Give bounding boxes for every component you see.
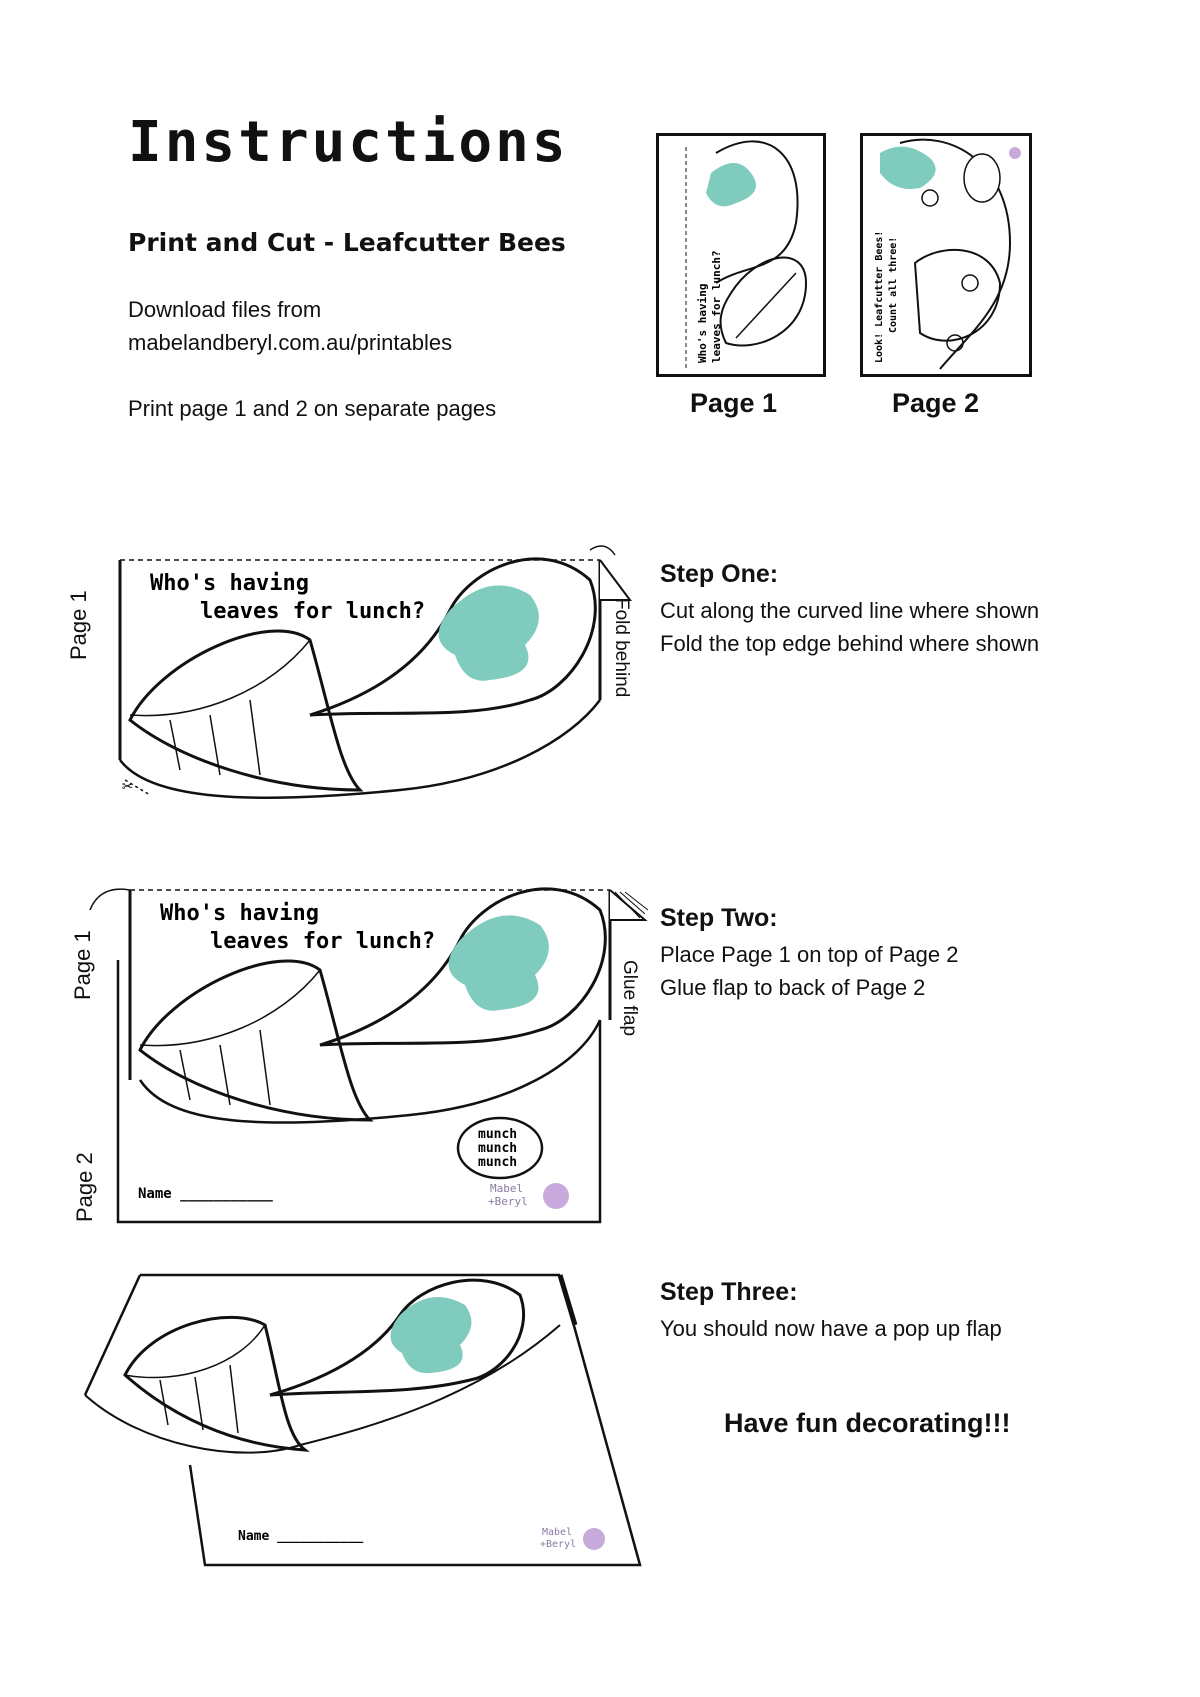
thumbnail-page-1: Who's having leaves for lunch? xyxy=(656,133,826,377)
step-three-heading: Step Three: xyxy=(660,1278,798,1306)
thumb1-text-1: Who's having xyxy=(696,284,709,363)
step-three-line-1: You should now have a pop up flap xyxy=(660,1316,1002,1341)
brand-line-2c: +Beryl xyxy=(540,1539,576,1550)
brand-line-2: +Beryl xyxy=(488,1195,528,1208)
thumbnail-page-1-label: Page 1 xyxy=(690,388,778,418)
subtitle: Print and Cut - Leafcutter Bees xyxy=(128,228,566,257)
thumbnail-page-2: Look! Leafcutter Bees! Count all three! xyxy=(860,133,1032,377)
brand-line-1: Mabel xyxy=(490,1182,523,1195)
name-line-3: Name ___________ xyxy=(238,1529,363,1544)
step-two-line-1: Place Page 1 on top of Page 2 xyxy=(660,942,959,967)
diagram2-page1-label: Page 1 xyxy=(70,930,95,1000)
munch-2: munch xyxy=(478,1141,517,1156)
download-url: mabelandberyl.com.au/printables xyxy=(128,330,453,355)
diagram2-page2-label: Page 2 xyxy=(72,1152,97,1222)
brand-badge-icon xyxy=(543,1183,569,1209)
handwritten-line-1b: Who's having xyxy=(160,901,319,926)
step-three-diagram: Name ___________ Mabel +Beryl xyxy=(80,1265,660,1585)
glue-flap-label: Glue flap xyxy=(619,960,640,1037)
fold-behind-label: Fold behind xyxy=(611,598,632,698)
thumbnail-page-2-label: Page 2 xyxy=(892,388,980,418)
handwritten-line-2: leaves for lunch? xyxy=(200,599,425,624)
print-note: Print page 1 and 2 on separate pages xyxy=(128,396,497,421)
thumb2-text-1: Look! Leafcutter Bees! xyxy=(874,231,885,363)
thumb1-text-2: leaves for lunch? xyxy=(710,250,723,363)
closing-message: Have fun decorating!!! xyxy=(724,1408,1011,1438)
handwritten-line-1: Who's having xyxy=(150,571,309,596)
handwritten-line-2b: leaves for lunch? xyxy=(210,929,435,954)
step-one-line-2: Fold the top edge behind where shown xyxy=(660,631,1040,656)
step-one-heading: Step One: xyxy=(660,560,779,588)
munch-3: munch xyxy=(478,1155,517,1170)
diagram1-page1-label: Page 1 xyxy=(66,590,91,660)
step-one-line-1: Cut along the curved line where shown xyxy=(660,598,1040,623)
download-line-1: Download files from xyxy=(128,297,322,322)
name-line: Name ___________ xyxy=(138,1186,273,1202)
step-two-line-2: Glue flap to back of Page 2 xyxy=(660,975,926,1000)
thumb2-text-2: Count all three! xyxy=(888,237,899,333)
page-title: Instructions xyxy=(128,110,569,175)
munch-1: munch xyxy=(478,1127,517,1142)
step-one-diagram: ✂ Who's having leaves for lunch? xyxy=(70,540,670,830)
brand-line-1c: Mabel xyxy=(542,1527,572,1538)
step-two-heading: Step Two: xyxy=(660,904,778,932)
step-two-diagram: munch munch munch Name ___________ Mabel… xyxy=(70,870,670,1230)
brand-badge-icon-3 xyxy=(583,1528,605,1550)
scissors-icon: ✂ xyxy=(122,776,133,797)
